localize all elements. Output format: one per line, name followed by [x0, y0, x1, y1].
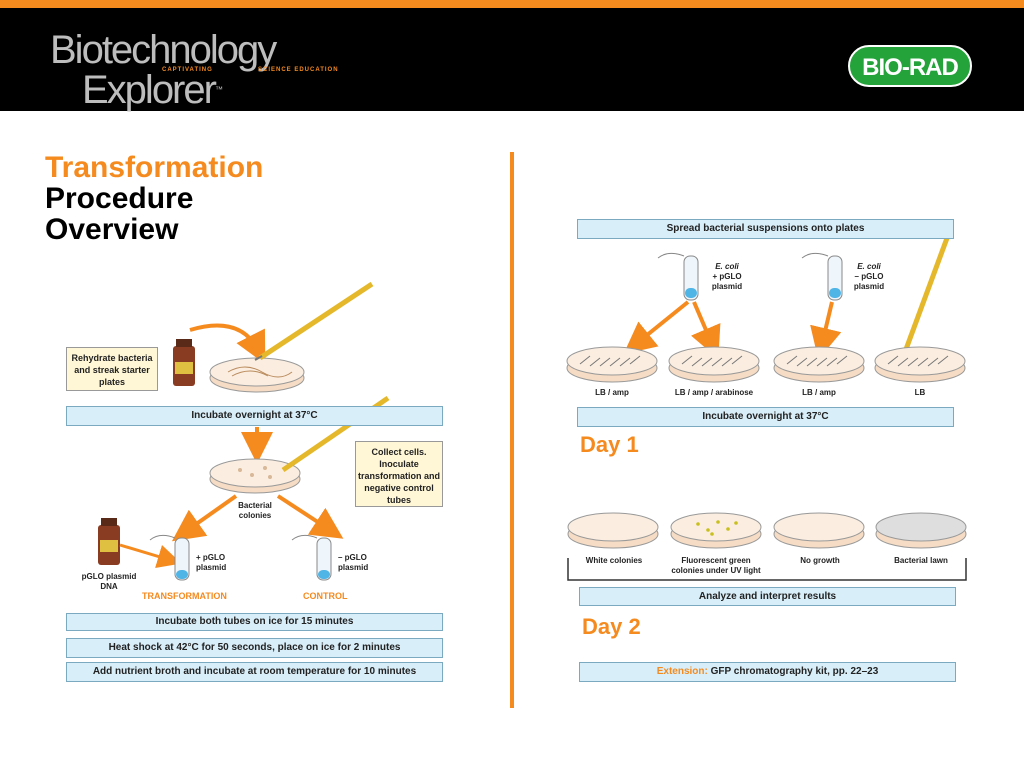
logo-line2: Explorer™: [82, 68, 223, 112]
rehydrate-note: Rehydrate bacteria and streak starter pl…: [66, 347, 158, 391]
bio-rad-logo: BIO-RAD: [848, 45, 972, 87]
extension-bar: Extension: GFP chromatography kit, pp. 2…: [579, 662, 956, 682]
control-tube-icon: [291, 534, 332, 581]
starter-plate-icon: [209, 357, 305, 393]
lb-amp-plate-1: [566, 346, 658, 383]
day-2-label: Day 2: [582, 614, 641, 639]
transformation-label: TRANSFORMATION: [142, 591, 227, 601]
no-growth-plate: [773, 512, 865, 549]
title-line2: Procedure: [45, 182, 194, 215]
logo-line1: Biotechnology: [50, 28, 277, 72]
plate-label-1: LB / amp: [595, 388, 629, 397]
incubate-overnight-bar-right: Incubate overnight at 37°C: [577, 407, 954, 427]
top-accent-line: [0, 0, 1024, 8]
minus-tube-label: E. coli– pGLO plasmid: [853, 262, 885, 291]
spread-bar: Spread bacterial suspensions onto plates: [577, 219, 954, 239]
lb-amp-plate-2: [773, 346, 865, 383]
analyze-bar: Analyze and interpret results: [579, 587, 956, 606]
pglo-dna-label: pGLO plasmid DNA: [81, 572, 137, 591]
plus-pglo-label: + pGLO plasmid: [196, 553, 227, 572]
result-no-growth: No growth: [800, 556, 840, 565]
extension-text: GFP chromatography kit, pp. 22–23: [710, 666, 879, 677]
inoculating-loop-icon: [258, 281, 374, 361]
plus-tube-label: E. coli+ pGLO plasmid: [711, 262, 743, 291]
fluorescent-colonies-plate: [670, 512, 762, 549]
minus-pglo-tube-icon: [801, 252, 843, 301]
colonies-plate-icon: [209, 458, 301, 494]
title-line1: Transformation: [45, 151, 264, 184]
plate-label-4: LB: [914, 388, 926, 397]
white-colonies-plate: [567, 512, 659, 549]
step-nutrient-broth-bar: Add nutrient broth and incubate at room …: [66, 662, 443, 682]
plate-label-3: LB / amp: [802, 388, 836, 397]
result-white-colonies: White colonies: [585, 556, 643, 565]
tagline-captivating: CAPTIVATING: [162, 67, 213, 73]
step-ice-15-bar: Incubate both tubes on ice for 15 minute…: [66, 613, 443, 631]
header-banner: Biotechnology Explorer™ CAPTIVATING SCIE…: [0, 8, 1024, 111]
result-bacterial-lawn: Bacterial lawn: [894, 556, 948, 565]
minus-pglo-label: – pGLO plasmid: [338, 553, 369, 572]
tagline-science-education: SCIENCE EDUCATION: [258, 67, 339, 73]
bacterial-lawn-plate: [875, 512, 967, 549]
control-label: CONTROL: [303, 591, 348, 601]
transformation-tube-icon: [149, 534, 190, 581]
plus-pglo-tube-icon: [657, 252, 699, 301]
result-fluorescent: Fluorescent green colonies under UV ligh…: [671, 556, 761, 575]
pglo-vial-icon: [98, 518, 120, 565]
day-1-label: Day 1: [580, 432, 639, 457]
divider-line: [510, 152, 514, 708]
incubate-overnight-bar-left: Incubate overnight at 37°C: [66, 406, 443, 426]
extension-label: Extension:: [656, 666, 708, 677]
page-title: Transformation Procedure Overview: [45, 152, 263, 245]
lb-plate: [874, 346, 966, 383]
lb-amp-ara-plate: [668, 346, 760, 383]
step-heat-shock-bar: Heat shock at 42°C for 50 seconds, place…: [66, 638, 443, 658]
bacteria-vial-icon: [173, 339, 195, 386]
title-line3: Overview: [45, 213, 179, 246]
bacterial-colonies-label: Bacterial colonies: [238, 501, 272, 520]
collect-cells-note: Collect cells. Inoculate transformation …: [355, 441, 443, 507]
plate-label-2: LB / amp / arabinose: [674, 388, 754, 397]
spreader-loop-icon: [902, 229, 953, 353]
